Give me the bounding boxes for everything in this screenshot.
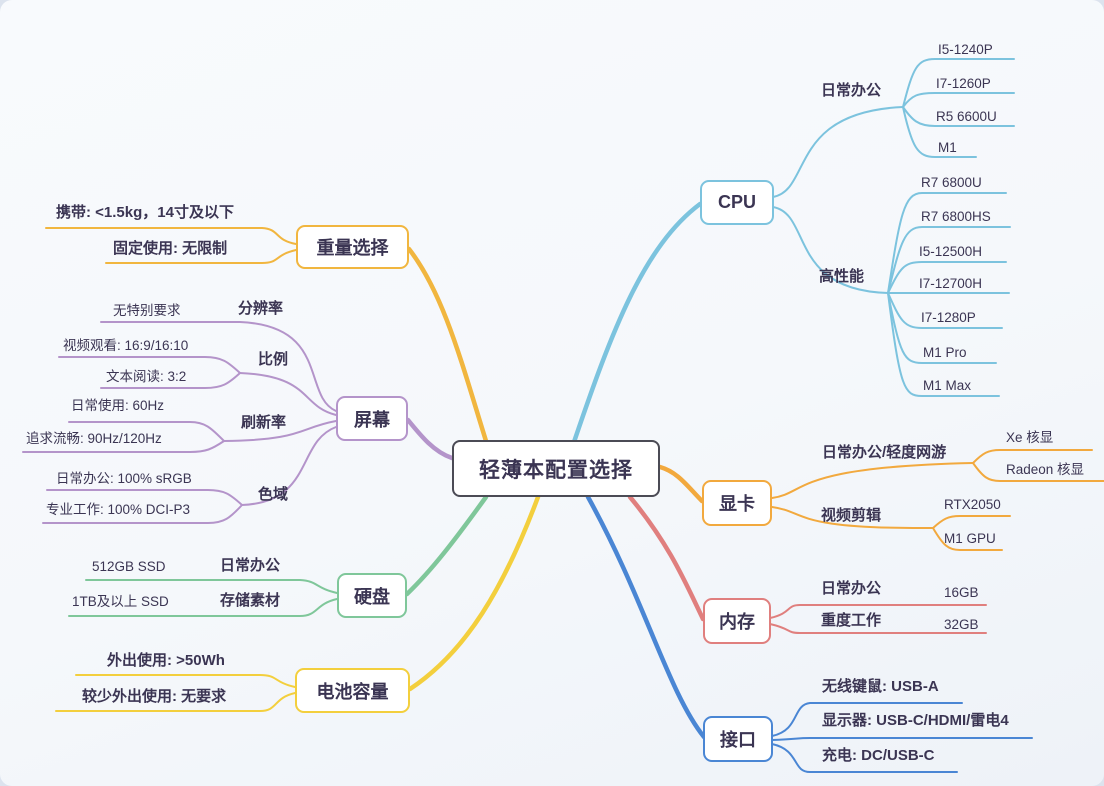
topic-battery-label: 电池容量 [316, 681, 389, 702]
topic-ports-label: 接口 [720, 730, 756, 750]
topic-gpu-label: 显卡 [719, 494, 755, 514]
weight-row[interactable]: 携带: <1.5kg，14寸及以下 [56, 204, 234, 221]
topic-ports[interactable]: 接口 [703, 716, 773, 762]
cpu-daily-item[interactable]: I5-1240P [938, 42, 993, 57]
gpu-video-label[interactable]: 视频剪辑 [821, 507, 882, 524]
cpu-daily-label[interactable]: 日常办公 [821, 82, 882, 99]
memory-row-label[interactable]: 重度工作 [821, 612, 882, 629]
cpu-perf-item[interactable]: M1 Pro [923, 345, 967, 360]
ports-row[interactable]: 充电: DC/USB-C [822, 747, 935, 764]
weight-row[interactable]: 固定使用: 无限制 [113, 240, 228, 257]
topic-screen[interactable]: 屏幕 [336, 396, 408, 441]
ports-row[interactable]: 显示器: USB-C/HDMI/雷电4 [822, 712, 1009, 729]
memory-row-label[interactable]: 日常办公 [821, 580, 882, 597]
memory-branch-lines [627, 494, 987, 634]
cpu-daily-item[interactable]: M1 [938, 140, 957, 155]
disk-row-value[interactable]: 512GB SSD [92, 559, 166, 574]
screen-branch-lines [22, 321, 455, 524]
disk-row-label[interactable]: 存储素材 [220, 592, 281, 609]
topic-disk-label: 硬盘 [354, 586, 390, 607]
gpu-casual-item[interactable]: Radeon 核显 [1006, 462, 1085, 477]
cpu-perf-item[interactable]: I7-12700H [919, 276, 983, 291]
memory-row-value[interactable]: 16GB [944, 585, 979, 600]
disk-row-label[interactable]: 日常办公 [220, 557, 281, 574]
topic-screen-label: 屏幕 [354, 409, 390, 430]
memory-row-value[interactable]: 32GB [944, 617, 979, 632]
screen-refresh-label[interactable]: 刷新率 [241, 414, 287, 431]
cpu-branch-lines [571, 58, 1015, 445]
topic-disk[interactable]: 硬盘 [337, 573, 407, 618]
screen-ratio-item[interactable]: 文本阅读: 3:2 [106, 369, 187, 384]
cpu-perf-item[interactable]: I5-12500H [919, 244, 983, 259]
ports-branch-lines [585, 494, 1033, 773]
screen-refresh-item[interactable]: 追求流畅: 90Hz/120Hz [26, 431, 162, 446]
cpu-daily-item[interactable]: I7-1260P [936, 76, 991, 91]
weight-branch-lines [45, 227, 489, 444]
battery-row[interactable]: 外出使用: >50Wh [107, 652, 225, 669]
gpu-branch-lines [657, 449, 1104, 551]
gpu-casual-label[interactable]: 日常办公/轻度网游 [822, 444, 947, 461]
screen-resolution-item[interactable]: 无特别要求 [113, 303, 181, 318]
central-topic[interactable]: 轻薄本配置选择 [452, 440, 660, 497]
battery-branch-lines [55, 494, 541, 712]
topic-memory-label: 内存 [719, 612, 755, 632]
ports-row[interactable]: 无线键鼠: USB-A [822, 678, 939, 695]
gpu-video-item[interactable]: M1 GPU [944, 531, 996, 546]
topic-cpu-label: CPU [717, 192, 756, 212]
screen-gamut-item[interactable]: 日常办公: 100% sRGB [56, 471, 192, 486]
disk-row-value[interactable]: 1TB及以上 SSD [72, 594, 169, 609]
disk-branch-lines [68, 494, 489, 617]
cpu-perf-item[interactable]: M1 Max [923, 378, 972, 393]
screen-ratio-item[interactable]: 视频观看: 16:9/16:10 [63, 338, 189, 353]
screen-resolution-label[interactable]: 分辨率 [238, 300, 284, 317]
topic-weight-label: 重量选择 [316, 238, 389, 258]
cpu-perf-item[interactable]: I7-1280P [921, 310, 976, 325]
topic-battery[interactable]: 电池容量 [295, 668, 410, 713]
cpu-perf-label[interactable]: 高性能 [819, 268, 865, 285]
topic-weight[interactable]: 重量选择 [296, 225, 409, 269]
cpu-perf-item[interactable]: R7 6800U [921, 175, 982, 190]
screen-gamut-item[interactable]: 专业工作: 100% DCI-P3 [46, 502, 191, 517]
gpu-casual-item[interactable]: Xe 核显 [1006, 430, 1054, 445]
topic-gpu[interactable]: 显卡 [702, 480, 772, 526]
screen-gamut-label[interactable]: 色域 [258, 486, 289, 503]
gpu-video-item[interactable]: RTX2050 [944, 497, 1001, 512]
topic-memory[interactable]: 内存 [703, 598, 771, 644]
screen-ratio-label[interactable]: 比例 [258, 351, 289, 368]
battery-row[interactable]: 较少外出使用: 无要求 [82, 688, 227, 705]
cpu-perf-item[interactable]: R7 6800HS [921, 209, 991, 224]
screen-refresh-item[interactable]: 日常使用: 60Hz [71, 398, 165, 413]
central-topic-label: 轻薄本配置选择 [479, 458, 633, 482]
cpu-daily-item[interactable]: R5 6600U [936, 109, 997, 124]
topic-cpu[interactable]: CPU [700, 180, 774, 225]
